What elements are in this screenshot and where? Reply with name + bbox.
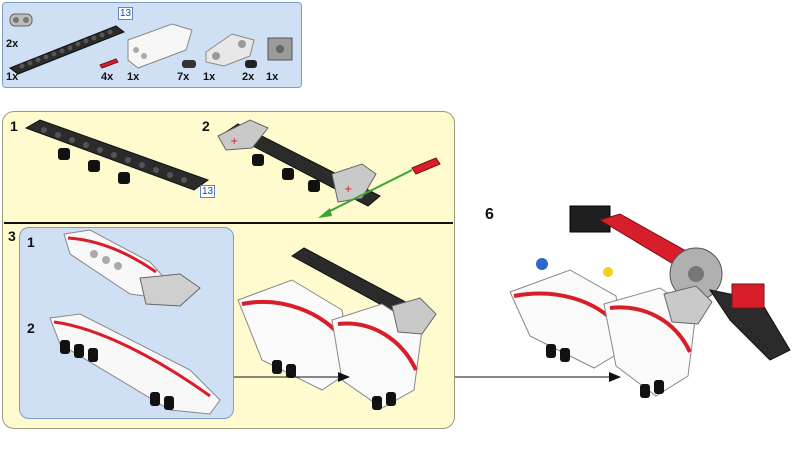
qty-black-bush: 2x xyxy=(242,71,255,83)
connector-pin-icon xyxy=(9,13,33,27)
qty-angle-connector: 1x xyxy=(203,71,216,83)
qty-beam: 1x xyxy=(6,71,19,83)
qty-cross-block: 1x xyxy=(266,71,279,83)
beam-13-icon xyxy=(8,25,126,75)
substep-3-number: 3 xyxy=(8,228,16,244)
beam-length-label: 13 xyxy=(118,7,134,20)
insert-arrow-icon xyxy=(318,157,441,218)
substep-divider xyxy=(4,222,453,224)
qty-black-pin: 7x xyxy=(177,71,190,83)
black-pin-icon xyxy=(182,60,196,68)
red-axle-icon xyxy=(99,58,119,69)
inner-step-arrow-icon xyxy=(234,372,350,382)
svg-text:+: + xyxy=(344,184,352,195)
svg-text:+: + xyxy=(230,136,238,147)
black-bush-icon xyxy=(245,60,257,68)
beam-13-icon xyxy=(24,119,210,191)
main-step-number: 6 xyxy=(485,206,494,223)
substep-1-number: 1 xyxy=(10,118,18,134)
inner-substep-2-number: 2 xyxy=(27,320,35,336)
qty-red-axle: 4x xyxy=(101,71,114,83)
qty-white-panel: 1x xyxy=(127,71,140,83)
main-step-arrow-icon xyxy=(455,372,621,382)
substep-1-beam-length: 13 xyxy=(200,185,216,198)
qty-connector: 2x xyxy=(6,38,19,50)
main-step-model-icon xyxy=(509,205,791,398)
inner-substep-1-number: 1 xyxy=(27,234,35,250)
substep-2-number: 2 xyxy=(202,118,210,134)
angle-connector-icon xyxy=(205,33,255,67)
white-panel-icon xyxy=(127,23,193,69)
substep-3-result-icon xyxy=(237,247,437,410)
cross-block-icon xyxy=(267,37,293,61)
white-panel-assembly-icon xyxy=(63,229,201,307)
white-panel-pins-icon xyxy=(49,313,221,415)
